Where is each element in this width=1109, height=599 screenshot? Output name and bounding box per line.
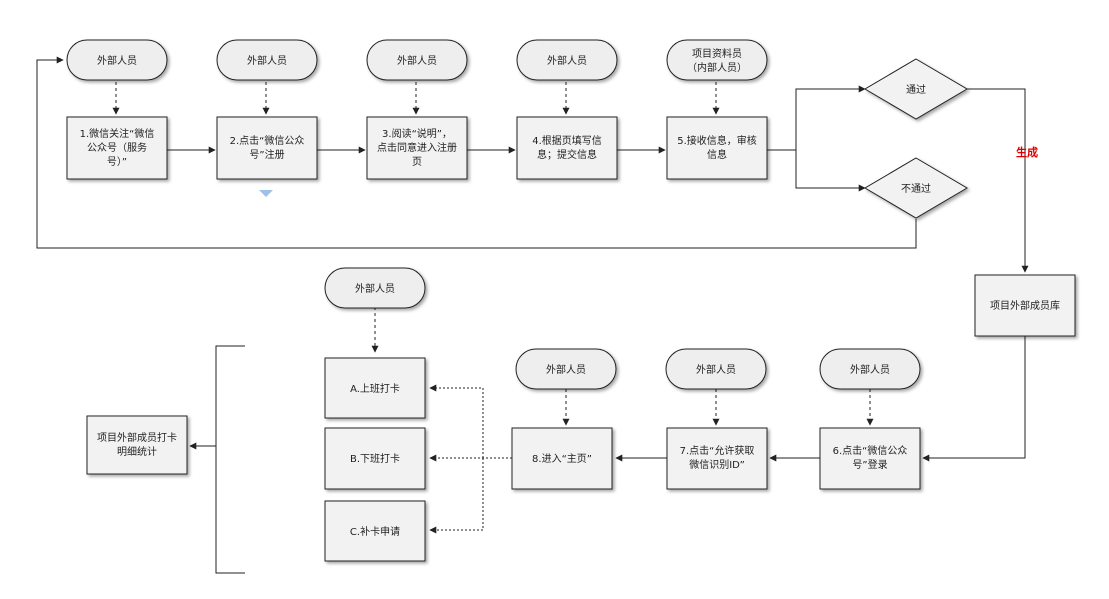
option-a-clock-in: A.上班打卡	[324, 357, 426, 419]
stats-label: 明细统计	[117, 445, 157, 458]
step-text: 8.进入“主页”	[532, 453, 592, 465]
actor-label: 项目资料员	[692, 47, 742, 60]
step-text: 2.点击“微信公众	[230, 134, 305, 147]
stats-label: 项目外部成员打卡	[97, 431, 177, 444]
connector-s5-pass	[767, 85, 866, 151]
actor-node: 外部人员	[66, 39, 168, 81]
actor-node: 外部人员	[324, 267, 426, 309]
connector-s8-c	[429, 458, 484, 534]
actor-label: 外部人员	[397, 54, 437, 67]
step-text: 公众号（服务	[87, 141, 147, 154]
step-8: 8.进入“主页”	[511, 427, 613, 490]
step-6: 6.点击“微信公众 号”登录	[819, 427, 921, 490]
decision-label: 不通过	[901, 182, 931, 195]
option-c-apply: C.补卡申请	[324, 500, 426, 562]
step-text: 7.点击“允许获取	[680, 444, 755, 457]
decision-label: 通过	[906, 83, 926, 96]
actor-node: 外部人员	[819, 348, 921, 390]
connectors	[36, 56, 1029, 574]
option-label: B.下班打卡	[350, 452, 400, 465]
step-5: 5.接收信息，审核 信息	[666, 116, 768, 180]
step-text: 微信识别ID”	[689, 458, 745, 471]
step-text: 点击同意进入注册	[377, 141, 457, 154]
decision-fail: 不通过	[864, 157, 968, 219]
step-3: 3.阅读“说明”， 点击同意进入注册 页	[366, 116, 468, 180]
step-text: 页	[412, 156, 422, 168]
step-text: 5.接收信息，审核	[677, 134, 757, 147]
stats-box: 项目外部成员打卡 明细统计	[86, 415, 188, 475]
actor-label: 外部人员	[850, 363, 890, 376]
member-library: 项目外部成员库	[974, 274, 1076, 337]
actor-label: 外部人员	[355, 282, 395, 295]
option-label: C.补卡申请	[350, 525, 400, 538]
connector-s5-fail	[795, 150, 866, 192]
actor-node: 外部人员	[216, 39, 318, 81]
actor-node: 外部人员	[366, 39, 468, 81]
bracket-abc	[215, 345, 245, 574]
step-text: 4.根据页填写信	[532, 134, 602, 147]
step-text: 6.点击“微信公众	[833, 444, 908, 457]
actor-node: 外部人员	[516, 39, 618, 81]
decision-pass: 通过	[864, 58, 968, 120]
actor-node: 外部人员	[515, 348, 617, 390]
connector-fail-loop	[36, 56, 917, 249]
actor-label: 外部人员	[546, 363, 586, 376]
actor-node-internal: 项目资料员 （内部人员）	[666, 39, 768, 81]
actor-label: 外部人员	[696, 363, 736, 376]
step-1: 1.微信关注“微信 公众号（服务 号）”	[66, 116, 168, 180]
connector-pass-library	[967, 88, 1029, 273]
option-label: A.上班打卡	[350, 382, 400, 395]
step-text: 号）”	[107, 156, 127, 168]
actor-node: 外部人员	[665, 348, 767, 390]
step-text: 信息	[707, 148, 727, 161]
step-text: 3.阅读“说明”，	[382, 127, 452, 140]
option-b-clock-out: B.下班打卡	[324, 427, 426, 490]
actor-label: 外部人员	[547, 54, 587, 67]
library-label: 项目外部成员库	[990, 299, 1060, 312]
step-4: 4.根据页填写信 息；提交信息	[516, 116, 618, 180]
step-text: 1.微信关注“微信	[80, 127, 155, 140]
step-7: 7.点击“允许获取 微信识别ID”	[666, 427, 768, 490]
actor-label: 外部人员	[247, 54, 287, 67]
step-2: 2.点击“微信公众 号”注册	[216, 116, 318, 180]
step-text: 息；提交信息	[537, 148, 597, 161]
selection-marker-icon	[259, 190, 273, 197]
actor-label: 外部人员	[97, 54, 137, 67]
connector-s8-a	[429, 384, 484, 458]
step-text: 号”登录	[852, 458, 887, 471]
connector-library-s6	[922, 336, 1026, 462]
generate-label: 生成	[1016, 145, 1038, 159]
step-text: 号”注册	[249, 148, 284, 161]
actor-label: （内部人员）	[687, 61, 747, 74]
